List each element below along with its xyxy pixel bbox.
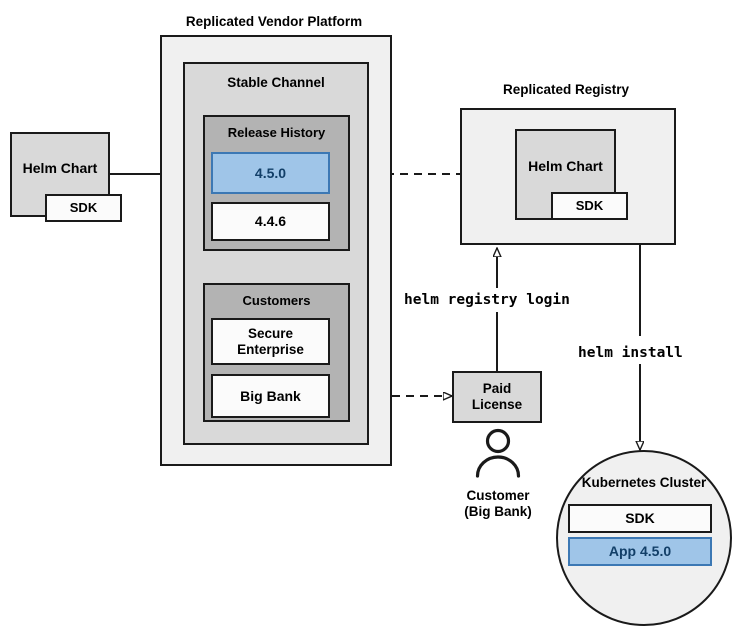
customer-item-big-bank[interactable]: Big Bank [211,374,330,418]
paid-license-label-line1: Paid [482,381,512,397]
command-helm-registry-login: helm registry login [404,292,570,308]
registry-helm-chart-sdk-box[interactable]: SDK [551,192,628,220]
cluster-sdk-label: SDK [625,510,655,527]
release-history-title: Release History [227,125,326,140]
cluster-app-box[interactable]: App 4.5.0 [568,537,712,566]
registry-helm-chart-label: Helm Chart [528,158,603,175]
customer-actor-label-line2: (Big Bank) [464,504,532,519]
kubernetes-cluster-title: Kubernetes Cluster [581,475,707,491]
customer-actor-icon [475,428,521,478]
cluster-sdk-box[interactable]: SDK [568,504,712,533]
customer-item-big-bank-label: Big Bank [240,387,301,404]
release-item-4-4-6[interactable]: 4.4.6 [211,202,330,241]
command-helm-install: helm install [578,345,683,361]
source-helm-chart-sdk-box[interactable]: SDK [45,194,122,222]
stable-channel-title: Stable Channel [227,75,325,90]
customer-item-secure-enterprise[interactable]: Secure Enterprise [211,318,330,365]
paid-license-box[interactable]: Paid License [452,371,542,423]
cluster-app-label: App 4.5.0 [608,543,672,560]
customer-actor-label-line1: Customer [466,488,530,504]
paid-license-label-line2: License [471,397,523,412]
customers-title: Customers [242,293,311,308]
vendor-platform-title: Replicated Vendor Platform [185,14,363,29]
release-item-4-5-0[interactable]: 4.5.0 [211,152,330,194]
customer-actor-label: Customer (Big Bank) [437,484,559,524]
release-item-4-4-6-label: 4.4.6 [254,213,287,230]
registry-helm-chart-sdk-label: SDK [575,197,604,213]
customer-item-secure-enterprise-label: Secure Enterprise [237,325,304,357]
release-item-4-5-0-label: 4.5.0 [254,164,287,181]
source-helm-chart-label: Helm Chart [22,160,98,177]
registry-title: Replicated Registry [502,82,630,97]
source-helm-chart-sdk-label: SDK [69,199,98,215]
